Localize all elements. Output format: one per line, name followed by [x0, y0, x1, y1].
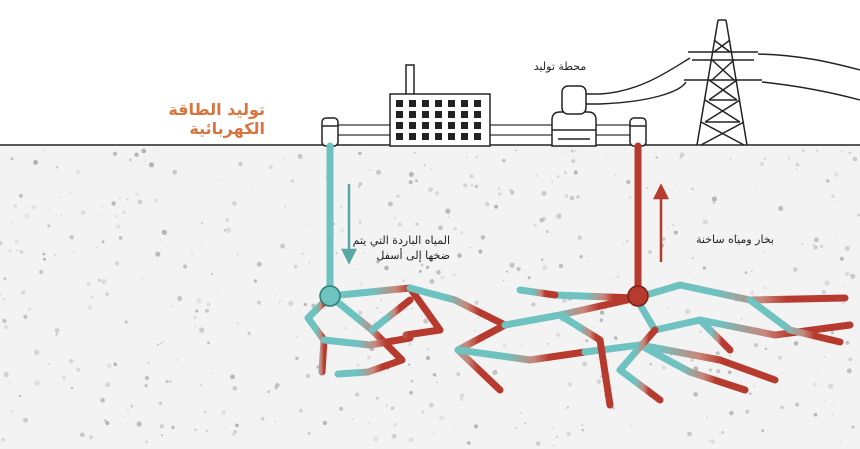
transmission-tower-icon [684, 19, 762, 146]
cold-water-label-line2: ضخها إلى أسفل [376, 249, 450, 262]
diagram-title: توليد الطاقة الكهربائية [168, 100, 265, 138]
generator-icon [551, 85, 600, 147]
cold-water-label-line1: المياه الباردة التي يتم [352, 234, 450, 247]
hot-well-bottom [627, 285, 649, 307]
factory-building-icon [389, 64, 491, 147]
ground-layer [0, 146, 860, 449]
fracture-network [304, 281, 854, 409]
wellhead-cold [321, 117, 339, 147]
arrow-up-icon [652, 183, 670, 262]
hot-water-label: بخار ومياه ساخنة [695, 233, 774, 246]
arrow-down-icon [340, 184, 358, 265]
wellhead-hot [629, 117, 647, 147]
power-plant-label: محطة توليد [533, 60, 587, 73]
cold-well-bottom [319, 285, 341, 307]
cold-water-label: المياه الباردة التي يتم ضخها إلى أسفل [338, 233, 450, 263]
power-cables [599, 53, 860, 105]
